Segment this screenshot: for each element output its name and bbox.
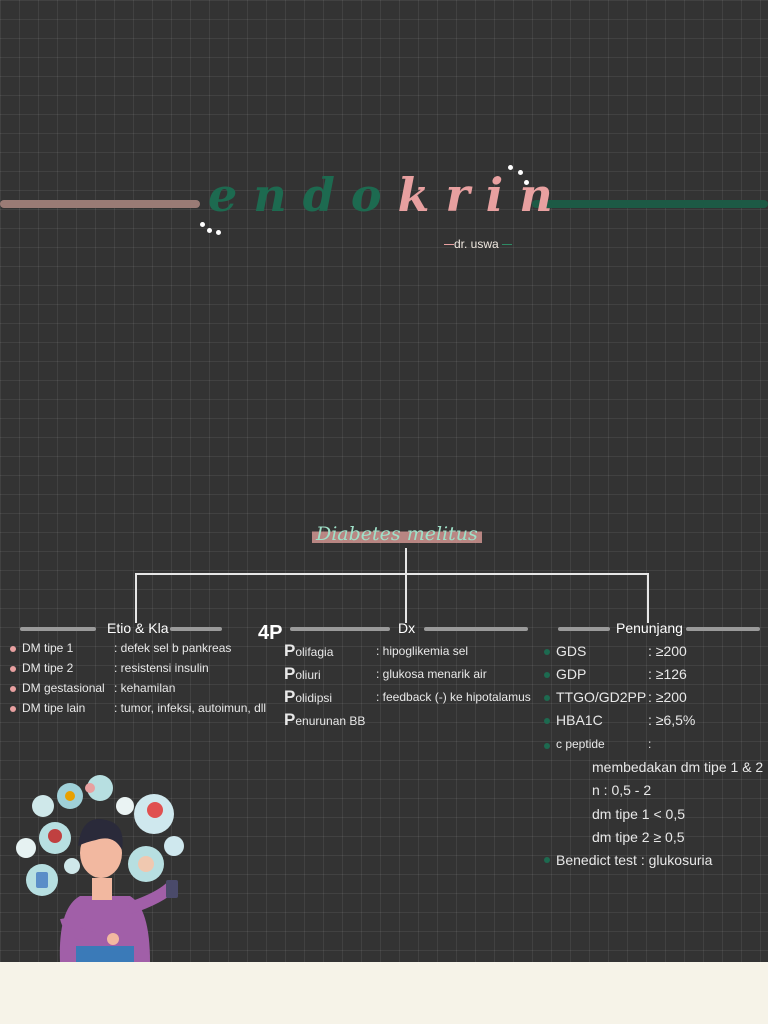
dx-underline-right	[424, 627, 528, 631]
dx-tag-4p: 4P	[258, 622, 283, 644]
author-credit: dr. uswa	[444, 237, 512, 251]
list-item-desc: : feedback (-) ke hipotalamus	[376, 690, 531, 704]
cpeptide-note: membedakan dm tipe 1 & 2	[592, 759, 764, 775]
notes-page: endokrin dr. uswa Diabetes melitus Etio …	[0, 0, 768, 962]
connector-dx	[405, 573, 407, 623]
bullet-icon	[544, 649, 550, 655]
connector-horizontal	[135, 573, 649, 575]
bullet-icon	[544, 695, 550, 701]
penunjang-underline-right	[686, 627, 760, 631]
bullet-icon	[544, 672, 550, 678]
penunjang-underline-left	[558, 627, 610, 631]
cpeptide-note: n : 0,5 - 2	[592, 782, 652, 798]
list-item: Polifagia	[284, 641, 334, 660]
page-title: endokrin	[208, 168, 569, 222]
connector-etio	[135, 573, 137, 623]
dx-heading: Dx	[398, 620, 416, 636]
title-letter: n	[519, 168, 569, 222]
cpeptide-note: dm tipe 1 < 0,5	[592, 806, 686, 822]
etio-heading: Etio & Kla	[107, 620, 169, 636]
bullet-icon	[10, 686, 16, 692]
bullet-icon	[10, 666, 16, 672]
header-left-bar	[0, 200, 200, 208]
doctor-with-medical-icons-illustration	[16, 775, 184, 962]
list-item: Polidipsi	[284, 687, 333, 706]
cpeptide-note: dm tipe 2 ≥ 0,5	[592, 829, 685, 845]
etio-underline-left	[20, 627, 96, 631]
bullet-icon	[10, 646, 16, 652]
list-item: Penurunan BB	[284, 710, 366, 729]
list-item-desc: : glukosa menarik air	[376, 667, 487, 681]
bullet-icon	[544, 718, 550, 724]
bullet-icon	[544, 857, 550, 863]
bullet-icon	[10, 706, 16, 712]
dx-underline-left	[290, 627, 390, 631]
title-letter: e	[208, 168, 254, 222]
connector-penunjang	[647, 573, 649, 623]
list-item: Poliuri	[284, 664, 321, 683]
header-right-bar	[532, 200, 768, 208]
title-letter: i	[485, 168, 520, 222]
title-letter: o	[350, 168, 398, 222]
connector-root-down	[405, 548, 407, 574]
medical-bubbles-icon	[16, 775, 184, 896]
title-letter: r	[445, 168, 486, 222]
etio-underline-right	[170, 627, 222, 631]
title-letter: d	[302, 168, 351, 222]
bullet-icon	[544, 743, 550, 749]
mindmap-root-title: Diabetes melitus	[312, 521, 482, 547]
penunjang-heading: Penunjang	[616, 620, 683, 636]
title-letter: n	[253, 168, 303, 222]
title-letter: k	[397, 168, 446, 222]
list-item-desc: : hipoglikemia sel	[376, 644, 469, 658]
doctor-figure-icon	[59, 819, 178, 962]
